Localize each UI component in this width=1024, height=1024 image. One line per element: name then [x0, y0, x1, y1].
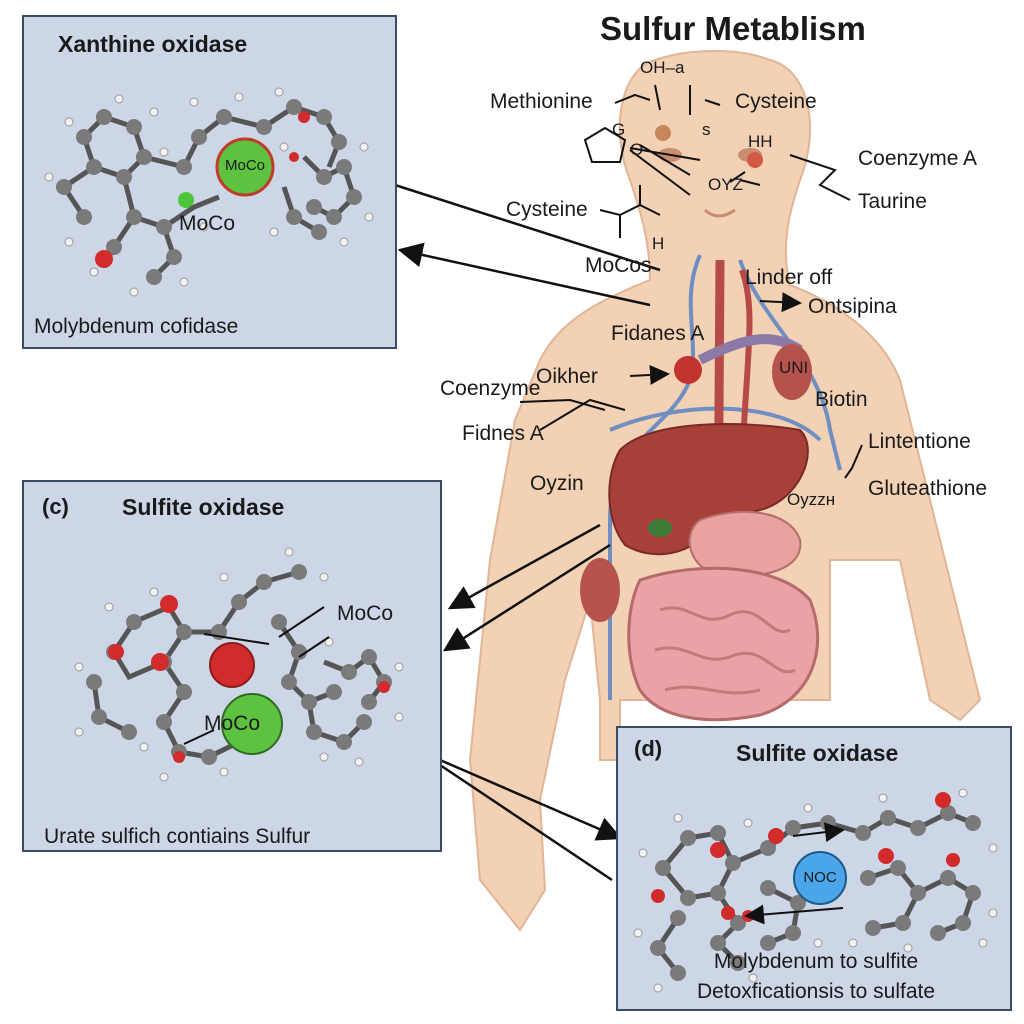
label-linder-off: Linder off — [745, 266, 833, 289]
gallbladder — [648, 519, 672, 537]
label-oyz: OYZ — [708, 175, 743, 194]
label-o: O — [630, 140, 644, 159]
panel-d-title: Sulfite oxidase — [736, 740, 899, 766]
kidney-upper — [772, 344, 812, 400]
stomach — [688, 510, 802, 578]
intestine-folds — [654, 606, 796, 695]
panel-d-caption-line2: Detoxficationsis to sulfate — [696, 980, 936, 1003]
panel-c-caption: Urate sulfich contiains Sulfur — [44, 825, 311, 848]
panel-d-caption-line1: Molybdenum to sulfite — [713, 950, 919, 973]
panel-a-side-label: MoCo — [179, 212, 236, 235]
label-cysteine-top: Cysteine — [735, 90, 817, 113]
label-h: H — [652, 234, 665, 253]
pointer-lintentione — [844, 444, 863, 479]
arrow-to-panel-c-2 — [442, 543, 611, 652]
label-lintentione: Lintentione — [868, 430, 971, 453]
label-coenzyme-a-right: Coenzyme A — [858, 147, 978, 170]
page-title: Sulfur Metablism — [600, 10, 866, 47]
pointer-ontsipina — [759, 292, 802, 313]
line-to-panel-a — [394, 183, 661, 272]
panel-c-label: (c) — [42, 494, 69, 519]
forehead-dot — [655, 125, 671, 141]
cheek-dot — [747, 152, 763, 168]
panel-c-arrow-label: MoCo — [337, 602, 394, 625]
arrow-to-panel-a — [397, 242, 651, 307]
label-taurine: Taurine — [858, 190, 927, 213]
panel-a-title: Xanthine oxidase — [58, 31, 248, 57]
panel-d-core-label: NOC — [803, 869, 837, 886]
panel-c-sulfite-oxidase: (c) Sulfite oxidase — [22, 480, 442, 852]
label-gluteathione: Gluteathione — [868, 477, 988, 500]
pointer-fidnes — [539, 398, 626, 431]
panel-c-title: Sulfite oxidase — [122, 494, 285, 520]
label-cysteine-mid: Cysteine — [506, 198, 588, 221]
label-ontsipina: Ontsipina — [808, 295, 897, 318]
label-oyzin: Oyzin — [530, 472, 584, 495]
kidney-lower — [580, 558, 620, 622]
oxygen-center-c — [209, 642, 255, 688]
moco-core-c — [221, 693, 283, 755]
pointer-coenzyme-left — [519, 398, 606, 411]
label-uni: UNI — [779, 358, 809, 377]
noc-core-d — [793, 851, 847, 905]
panel-a-core-label: MoCo — [224, 157, 265, 174]
chemical-structures — [583, 84, 761, 238]
vessel-blue-loop — [609, 406, 822, 442]
label-oikher: Oikher — [536, 365, 598, 388]
panel-c-core-label: MoCo — [204, 712, 261, 735]
brace-coenzyme-taurine — [789, 154, 851, 201]
label-oyzzh: Oyzzн — [787, 490, 836, 509]
molecule-sulfite-oxidase-c — [74, 547, 404, 782]
arrow-to-panel-d-1 — [439, 758, 623, 841]
label-oh-a: OH–a — [640, 58, 685, 77]
molecule-sulfite-oxidase-d — [633, 788, 998, 993]
label-s: s — [702, 120, 711, 139]
molecule-xanthine-oxidase — [44, 87, 374, 297]
moco-small-a — [178, 192, 194, 208]
label-g: G — [612, 120, 626, 139]
label-coenzyme-left: Coenzyme — [440, 377, 541, 400]
label-fidanes-a: Fidanes A — [611, 322, 705, 345]
arrow-to-panel-c-1 — [447, 523, 601, 610]
panel-xanthine-oxidase: Xanthine oxidase — [22, 15, 397, 349]
label-hh: HH — [748, 132, 773, 151]
panel-d-sulfite-oxidase: (d) Sulfite oxidase — [616, 726, 1012, 1011]
label-methionine: Methionine — [490, 90, 593, 113]
panel-d-label: (d) — [634, 736, 663, 761]
pointer-oikher — [629, 364, 670, 385]
line-to-panel-d-2 — [439, 763, 613, 882]
label-fidnes-a: Fidnes A — [462, 422, 544, 445]
intestines — [627, 566, 820, 722]
label-biotin: Biotin — [815, 388, 868, 411]
moco-core-a — [215, 137, 275, 197]
label-mocos: MoCos — [585, 254, 652, 277]
mouth — [703, 208, 736, 218]
panel-a-caption: Molybdenum cofidase — [34, 315, 239, 338]
heart — [674, 356, 702, 384]
